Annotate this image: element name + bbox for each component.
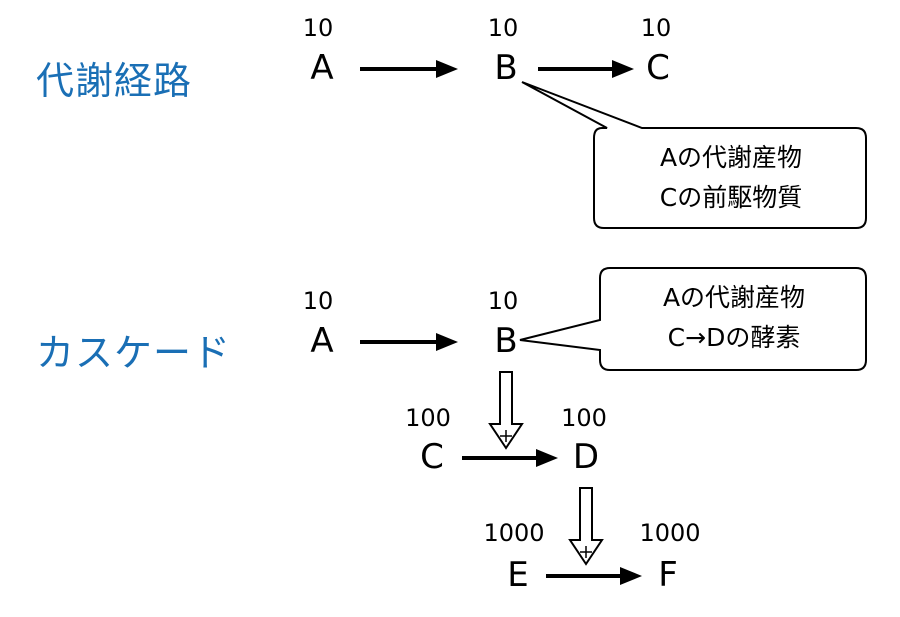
cascade-node-e: E — [507, 555, 529, 595]
cascade-callout-line2: C→Dの酵素 — [667, 323, 801, 352]
activation-arrow-d — [568, 487, 604, 566]
cascade-value-c: 100 — [405, 404, 451, 432]
cascade-value-b: 10 — [487, 287, 519, 315]
cascade-node-c: C — [420, 437, 444, 477]
metabolic-value-c: 10 — [640, 14, 672, 42]
metabolic-node-a: A — [310, 48, 334, 88]
cascade-callout-bubble — [519, 267, 867, 371]
metabolic-callout-line2: Cの前駆物質 — [659, 183, 803, 212]
cascade-node-d: D — [572, 437, 600, 477]
cascade-title: カスケード — [36, 331, 232, 375]
cascade-value-f: 1000 — [639, 519, 701, 547]
cascade-value-d: 100 — [561, 404, 607, 432]
cascade-callout-line1: Aの代謝産物 — [662, 283, 806, 312]
cascade-arrow-c-d — [462, 449, 558, 467]
metabolic-callout-bubble — [521, 81, 867, 229]
cascade-value-a: 10 — [302, 287, 334, 315]
metabolic-pathway-title: 代謝経路 — [36, 59, 193, 103]
metabolic-node-c: C — [646, 48, 670, 88]
metabolic-node-b: B — [494, 48, 518, 88]
cascade-value-e: 1000 — [483, 519, 545, 547]
cascade-node-a: A — [310, 321, 334, 361]
activation-arrow-b — [488, 371, 524, 450]
cascade-arrow-a-b — [360, 333, 458, 351]
metabolic-value-a: 10 — [302, 14, 334, 42]
metabolic-value-b: 10 — [487, 14, 519, 42]
cascade-node-b: B — [494, 321, 518, 361]
cascade-node-f: F — [658, 555, 678, 595]
metabolic-arrow-b-c — [538, 60, 634, 78]
metabolic-arrow-a-b — [360, 60, 458, 78]
cascade-arrow-e-f — [546, 567, 642, 585]
metabolic-callout-line1: Aの代謝産物 — [659, 143, 803, 172]
